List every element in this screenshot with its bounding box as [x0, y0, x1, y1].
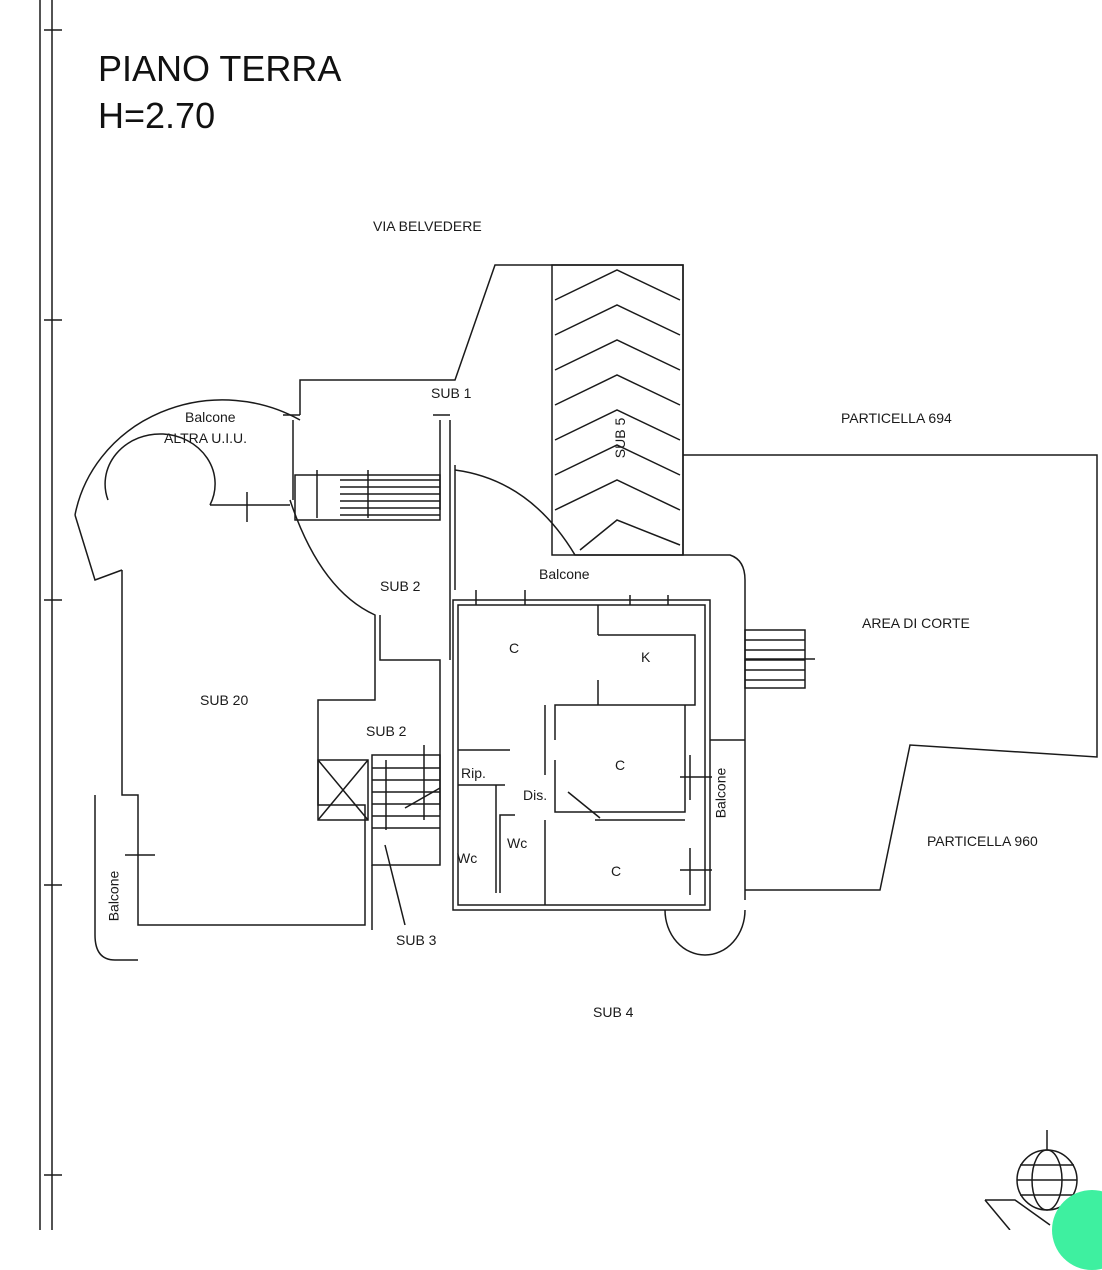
room-rip: Rip. — [461, 765, 486, 781]
compass-globe-icon — [984, 1130, 1078, 1230]
margin-lines — [39, 0, 62, 1230]
room-dis: Dis. — [523, 787, 548, 803]
floor-plan-drawing — [39, 0, 1098, 1230]
label-balcone-top: Balcone — [539, 566, 590, 582]
label-sub3: SUB 3 — [396, 932, 437, 948]
label-sub2-top: SUB 2 — [380, 578, 421, 594]
label-street: VIA BELVEDERE — [373, 218, 482, 234]
parking-chevrons — [554, 269, 681, 551]
stairs-top — [294, 470, 441, 521]
stairs-sub2 — [317, 745, 441, 930]
label-sub4: SUB 4 — [593, 1004, 634, 1020]
curved-wall-sub2 — [121, 469, 746, 926]
label-particella694: PARTICELLA 694 — [841, 410, 952, 426]
label-particella960: PARTICELLA 960 — [927, 833, 1038, 849]
apartment-walls — [452, 590, 746, 956]
room-c1: C — [509, 640, 520, 656]
label-altra-uiu: ALTRA U.I.U. — [164, 430, 247, 446]
label-sub5: SUB 5 — [612, 417, 629, 459]
floor-title: PIANO TERRA — [98, 48, 342, 89]
balcony-arc — [74, 399, 456, 660]
room-wc1: Wc — [457, 850, 478, 866]
label-area-corte: AREA DI CORTE — [862, 615, 970, 631]
room-wc2: Wc — [507, 835, 528, 851]
label-sub1: SUB 1 — [431, 385, 472, 401]
room-k: K — [641, 649, 651, 665]
particella-outline — [683, 454, 1098, 891]
label-balcone-right: Balcone — [712, 767, 729, 819]
room-c2: C — [615, 757, 626, 773]
floor-height: H=2.70 — [98, 95, 216, 136]
room-c3: C — [611, 863, 622, 879]
balcony-left — [94, 795, 155, 961]
label-balcone-altra: Balcone — [185, 409, 236, 425]
label-sub2-mid: SUB 2 — [366, 723, 407, 739]
label-sub20: SUB 20 — [200, 692, 249, 708]
label-balcone-left: Balcone — [105, 870, 122, 922]
